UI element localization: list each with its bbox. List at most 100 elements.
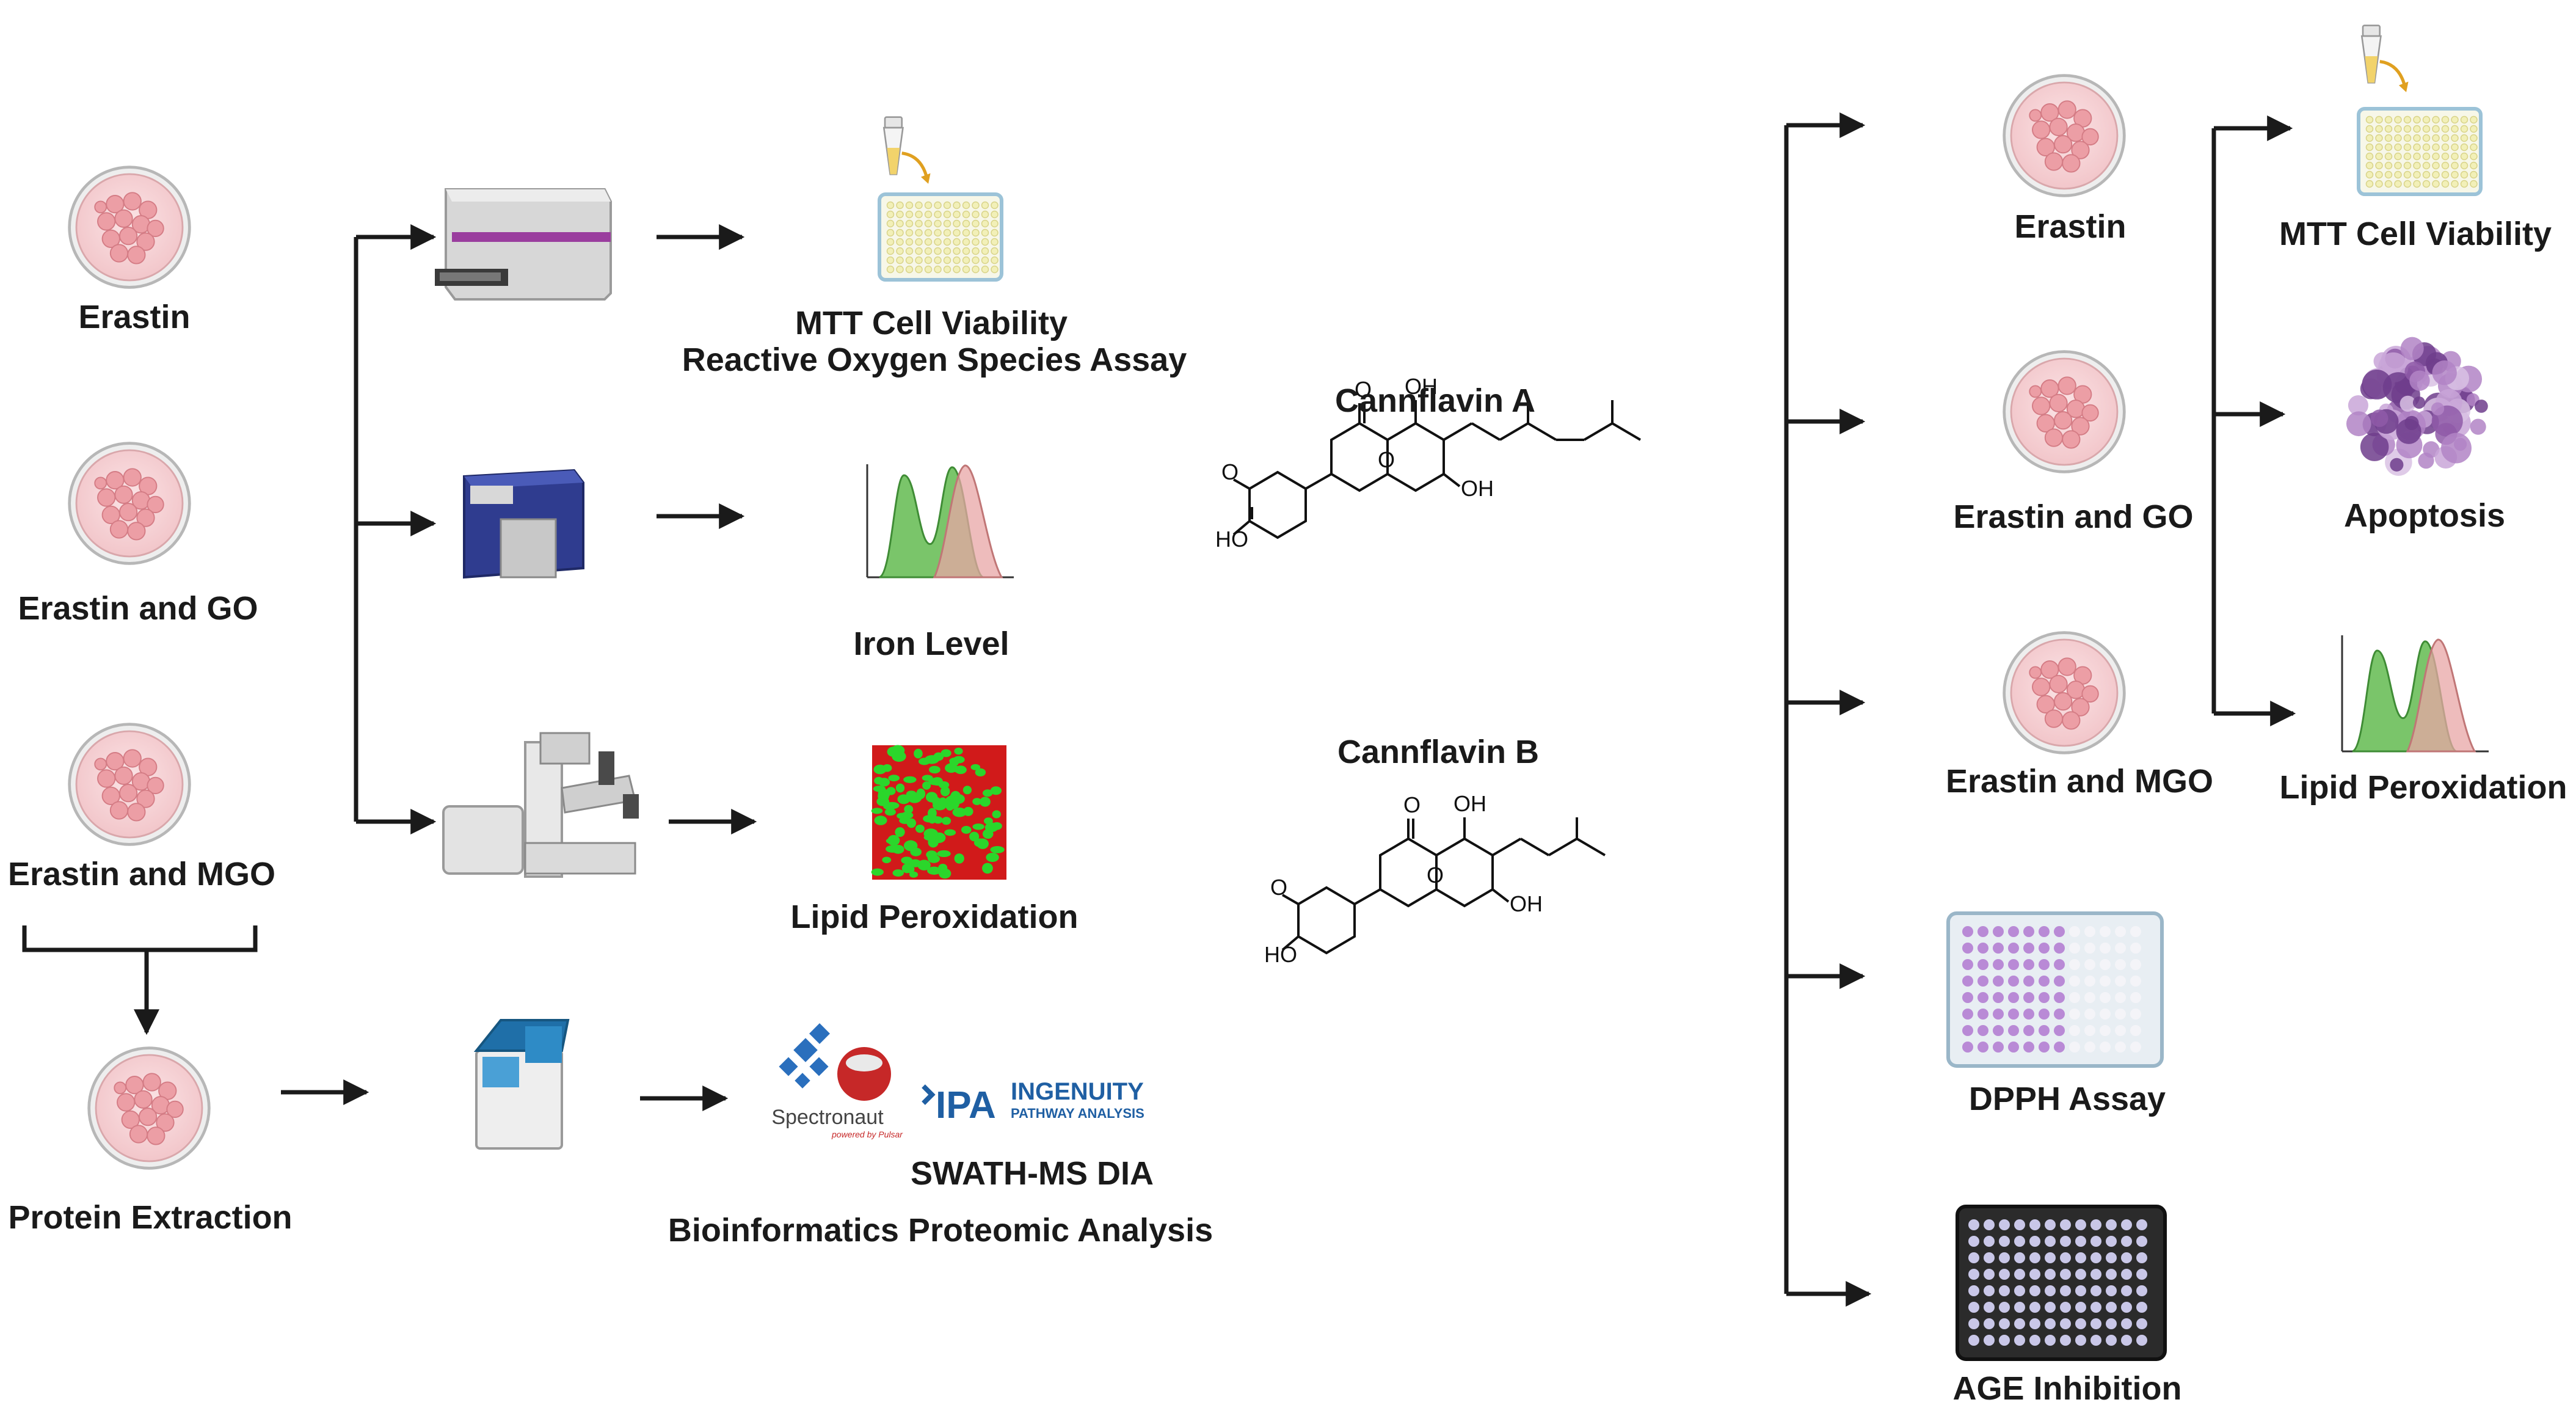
fluorescent-cell — [961, 825, 972, 834]
well — [1977, 976, 1988, 987]
well — [886, 210, 895, 219]
hydroxyl-7-b: OH — [1510, 891, 1543, 916]
apoptosis-icon — [2346, 337, 2488, 476]
fluorescent-cell — [888, 775, 900, 782]
well — [972, 228, 980, 237]
well — [2100, 943, 2111, 954]
well — [2008, 926, 2019, 937]
well — [905, 219, 914, 228]
well — [2441, 125, 2450, 133]
well — [2075, 1252, 2086, 1263]
well — [2008, 1042, 2019, 1053]
well — [905, 247, 914, 255]
well — [2413, 152, 2421, 161]
well — [1999, 1219, 2010, 1230]
well — [2136, 1302, 2147, 1313]
well — [1968, 1252, 1979, 1263]
well — [924, 219, 933, 228]
well — [953, 238, 961, 246]
left-treatment-erastin: Erastin — [78, 299, 191, 335]
fluorescent-cell — [975, 768, 986, 777]
well — [2130, 1025, 2141, 1036]
dish-erastin-go — [70, 443, 190, 564]
right-lipid-label: Lipid Peroxidation — [2279, 769, 2567, 806]
dish-erastin — [70, 167, 190, 288]
well — [2375, 180, 2383, 188]
well — [1993, 976, 2004, 987]
well — [2451, 134, 2459, 142]
well — [2136, 1335, 2147, 1346]
hydroxyl-5-b: OH — [1454, 791, 1486, 816]
well — [2121, 1335, 2132, 1346]
well — [2403, 134, 2412, 142]
well — [2432, 115, 2440, 124]
well — [962, 238, 970, 246]
ipa-logo: IPA INGENUITY PATHWAY ANALYSIS — [922, 1078, 1144, 1126]
apoptotic-body — [2396, 418, 2421, 444]
well — [1962, 959, 1973, 970]
well — [2432, 134, 2440, 142]
fluorescent-cell — [907, 794, 922, 803]
well — [943, 256, 951, 265]
fluorescent-cell — [952, 808, 967, 817]
well — [915, 228, 923, 237]
well — [2008, 943, 2019, 954]
apoptotic-body — [2370, 409, 2389, 427]
well — [1993, 1042, 2004, 1053]
well — [2084, 959, 2095, 970]
well — [2403, 161, 2412, 170]
mtt-plate-icon — [878, 192, 1003, 282]
well — [2121, 1318, 2132, 1329]
well — [2136, 1219, 2147, 1230]
well — [2413, 134, 2421, 142]
well — [1999, 1236, 2010, 1247]
well — [2029, 1219, 2040, 1230]
microscope-icon — [442, 732, 639, 878]
well — [2115, 1025, 2126, 1036]
protein-extraction-label: Protein Extraction — [8, 1199, 293, 1236]
well — [2075, 1318, 2086, 1329]
well — [934, 201, 942, 210]
well — [1999, 1302, 2010, 1313]
well — [981, 247, 989, 255]
well — [1984, 1219, 1995, 1230]
well — [2060, 1285, 2071, 1296]
well — [924, 238, 933, 246]
well — [1968, 1302, 1979, 1313]
well — [981, 265, 989, 274]
well — [2375, 152, 2383, 161]
well — [1968, 1269, 1979, 1280]
well — [2069, 976, 2080, 987]
well — [2365, 125, 2374, 133]
well — [953, 201, 961, 210]
well — [1977, 943, 1988, 954]
well — [896, 247, 904, 255]
well — [886, 219, 895, 228]
well — [2008, 959, 2019, 970]
well — [2054, 1025, 2065, 1036]
well — [2394, 125, 2402, 133]
well — [1993, 926, 2004, 937]
well — [2413, 161, 2421, 170]
well — [962, 210, 970, 219]
fluorescent-cell — [928, 765, 941, 774]
well — [2121, 1302, 2132, 1313]
well — [915, 201, 923, 210]
well — [2084, 1009, 2095, 1020]
fluorescent-cell — [969, 831, 980, 842]
well — [2422, 170, 2431, 179]
well — [896, 265, 904, 274]
hydroxyl-4p-a: HO — [1215, 527, 1248, 552]
well — [886, 238, 895, 246]
well — [896, 238, 904, 246]
well — [2460, 152, 2469, 161]
fluorescent-cell — [918, 757, 931, 765]
well — [2060, 1318, 2071, 1329]
right-treatment-erastin-mgo: Erastin and MGO — [1945, 763, 2214, 800]
well — [1993, 959, 2004, 970]
well — [2432, 143, 2440, 151]
plate-reader-icon — [435, 188, 612, 301]
well — [2375, 161, 2383, 170]
fluorescent-cell — [990, 846, 1005, 853]
well — [2084, 926, 2095, 937]
